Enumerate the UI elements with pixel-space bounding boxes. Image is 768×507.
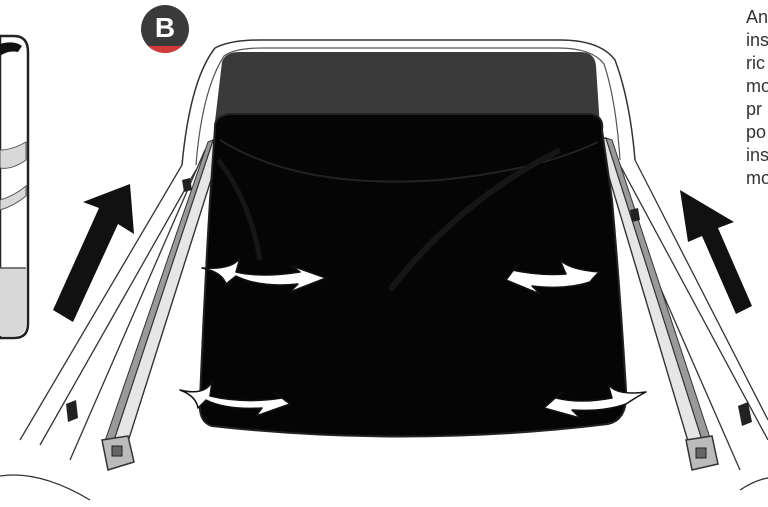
- step-badge: B: [141, 5, 189, 53]
- instruction-line: po: [746, 121, 768, 144]
- instruction-line: mo: [746, 167, 768, 190]
- inset-detail-panel: [0, 36, 28, 338]
- instruction-line: ric: [746, 52, 768, 75]
- instruction-line: An: [746, 6, 768, 29]
- instruction-line: ins: [746, 144, 768, 167]
- step-letter: B: [155, 14, 175, 42]
- instruction-line: pr: [746, 98, 768, 121]
- instruction-text: An ins ric mo pr po ins mo: [746, 6, 768, 190]
- left-rail: [66, 140, 223, 470]
- step-badge-accent: [141, 46, 189, 53]
- instruction-line: ins: [746, 29, 768, 52]
- left-stake-pocket-lower: [66, 400, 78, 422]
- instruction-line: mo: [746, 75, 768, 98]
